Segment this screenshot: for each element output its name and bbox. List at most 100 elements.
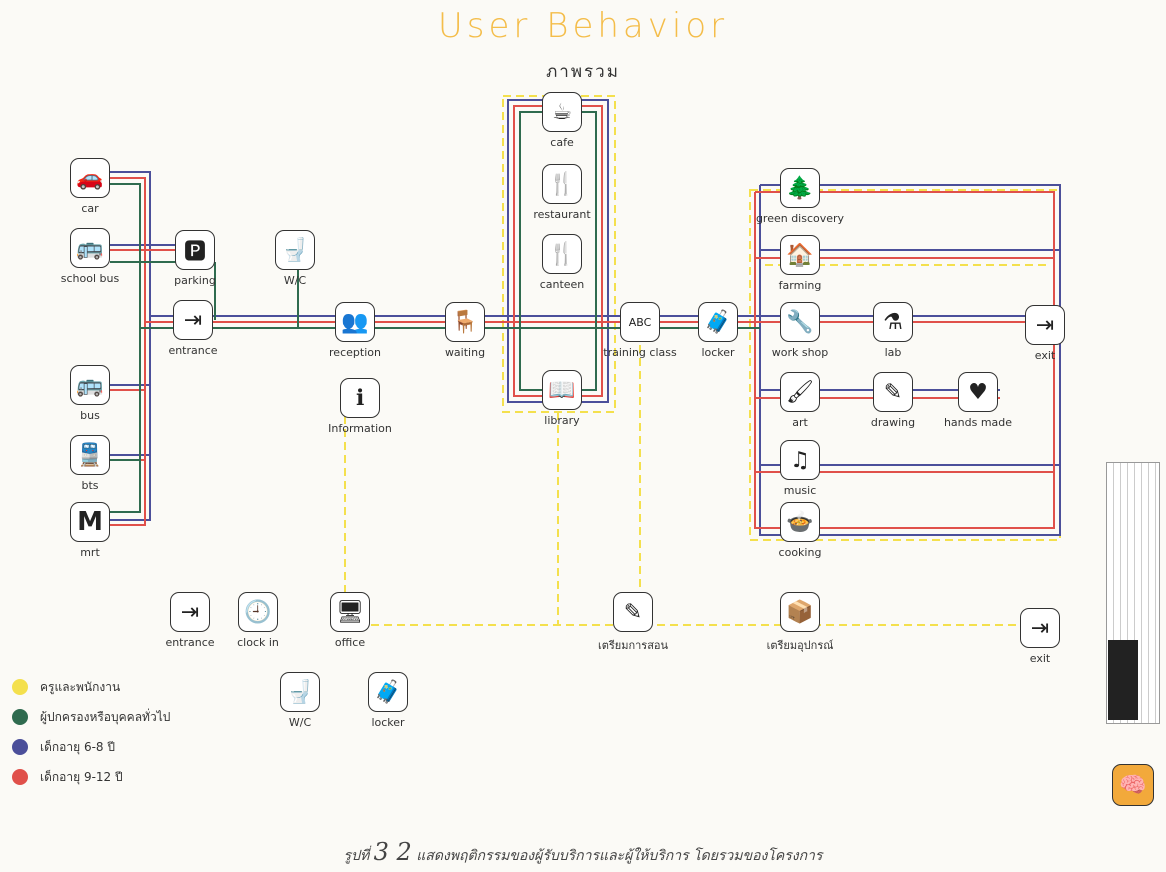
legend-dot-purple (12, 739, 28, 755)
node-label: entrance (123, 344, 263, 357)
node-label: green discovery (730, 212, 870, 225)
node-locker2: 🧳locker (368, 672, 408, 712)
node-drawing: ✎drawing (873, 372, 913, 412)
maze-path-graphic (1108, 640, 1138, 720)
staff-routes (345, 96, 1060, 625)
node-music: ♫music (780, 440, 820, 480)
exit-door-icon: ⇥ (1020, 608, 1060, 648)
legend-item: เด็กอายุ 9-12 ปี (12, 762, 170, 792)
legend-item: เด็กอายุ 6-8 ปี (12, 732, 170, 762)
tools-icon: 🔧 (780, 302, 820, 342)
barn-icon: 🏠 (780, 235, 820, 275)
node-lab: ⚗lab (873, 302, 913, 342)
node-art: 🖌art (780, 372, 820, 412)
caption-prefix: รูปที่ (344, 848, 374, 864)
node-cafe: ☕cafe (542, 92, 582, 132)
node-label: car (20, 202, 160, 215)
node-workshop: 🔧work shop (780, 302, 820, 342)
waiting-seat-icon: 🪑 (445, 302, 485, 342)
entrance-door-icon: ⇥ (173, 300, 213, 340)
legend-label: เด็กอายุ 6-8 ปี (40, 738, 115, 757)
node-library: 📖library (542, 370, 582, 410)
node-bts: 🚆bts (70, 435, 110, 475)
legend-dot-green (12, 709, 28, 725)
restaurant-icon: 🍴 (542, 164, 582, 204)
node-label: hands made (908, 416, 1048, 429)
node-clockin: 🕘clock in (238, 592, 278, 632)
reception-icon: 👥 (335, 302, 375, 342)
paint-brush-icon: 🖌 (780, 372, 820, 412)
node-green: 🌲green discovery (780, 168, 820, 208)
toilet-icon: 🚽 (280, 672, 320, 712)
node-label: music (730, 484, 870, 497)
canteen-icon: 🍴 (542, 234, 582, 274)
node-label: lab (823, 346, 963, 359)
legend: ครูและพนักงาน ผู้ปกครองหรือบุคคลทั่วไป เ… (12, 672, 170, 792)
office-desk-icon: 🖥 (330, 592, 370, 632)
node-label: restaurant (492, 208, 632, 221)
box-icon: 📦 (780, 592, 820, 632)
node-wc2: 🚽W/C (280, 672, 320, 712)
pencil-icon: ✎ (873, 372, 913, 412)
node-label: เตรียมการสอน (563, 636, 703, 654)
entrance-door-icon: ⇥ (170, 592, 210, 632)
node-handmade: ♥hands made (958, 372, 998, 412)
toilet-icon: 🚽 (275, 230, 315, 270)
locker-icon: 🧳 (368, 672, 408, 712)
flask-icon: ⚗ (873, 302, 913, 342)
legend-label: เด็กอายุ 9-12 ปี (40, 768, 123, 787)
caption-text: แสดงพฤติกรรมของผู้รับบริการและผู้ให้บริก… (412, 848, 823, 864)
clock-icon: 🕘 (238, 592, 278, 632)
node-bus: 🚌bus (70, 365, 110, 405)
heart-hands-icon: ♥ (958, 372, 998, 412)
blackboard-icon: ABC (620, 302, 660, 342)
parking-icon: 🅿 (175, 230, 215, 270)
legend-dot-yellow (12, 679, 28, 695)
node-entrance: ⇥entrance (173, 300, 213, 340)
node-label: bus (20, 409, 160, 422)
node-label: bts (20, 479, 160, 492)
mrt-icon: M (70, 502, 110, 542)
node-parking: 🅿parking (175, 230, 215, 270)
node-wc: 🚽W/C (275, 230, 315, 270)
node-restaurant: 🍴restaurant (542, 164, 582, 204)
node-exit: ⇥exit (1025, 305, 1065, 345)
node-exit2: ⇥exit (1020, 608, 1060, 648)
node-office: 🖥office (330, 592, 370, 632)
coffee-cup-icon: ☕ (542, 92, 582, 132)
caption-number: 3 2 (374, 838, 412, 866)
bts-train-icon: 🚆 (70, 435, 110, 475)
node-label: canteen (492, 278, 632, 291)
node-label: office (280, 636, 420, 649)
node-locker: 🧳locker (698, 302, 738, 342)
node-label: Information (290, 422, 430, 435)
legend-label: ผู้ปกครองหรือบุคคลทั่วไป (40, 708, 170, 727)
legend-item: ครูและพนักงาน (12, 672, 170, 702)
node-prep-equip: 📦เตรียมอุปกรณ์ (780, 592, 820, 632)
node-reception: 👥reception (335, 302, 375, 342)
book-icon: 📖 (542, 370, 582, 410)
trees-icon: 🌲 (780, 168, 820, 208)
node-label: locker (318, 716, 458, 729)
figure-caption: รูปที่ 3 2 แสดงพฤติกรรมของผู้รับบริการแล… (0, 838, 1166, 867)
node-training: ABCtraining class (620, 302, 660, 342)
legend-item: ผู้ปกครองหรือบุคคลทั่วไป (12, 702, 170, 732)
node-label: exit (970, 652, 1110, 665)
node-school-bus: 🚌school bus (70, 228, 110, 268)
music-note-icon: ♫ (780, 440, 820, 480)
brain-icon: 🧠 (1112, 764, 1154, 806)
legend-dot-red (12, 769, 28, 785)
node-label: waiting (395, 346, 535, 359)
node-label: เตรียมอุปกรณ์ (730, 636, 870, 654)
node-waiting: 🪑waiting (445, 302, 485, 342)
locker-icon: 🧳 (698, 302, 738, 342)
cooking-pot-icon: 🍲 (780, 502, 820, 542)
lesson-prep-icon: ✎ (613, 592, 653, 632)
exit-door-icon: ⇥ (1025, 305, 1065, 345)
school-bus-icon: 🚌 (70, 228, 110, 268)
car-icon: 🚗 (70, 158, 110, 198)
node-farming: 🏠farming (780, 235, 820, 275)
node-label: cooking (730, 546, 870, 559)
